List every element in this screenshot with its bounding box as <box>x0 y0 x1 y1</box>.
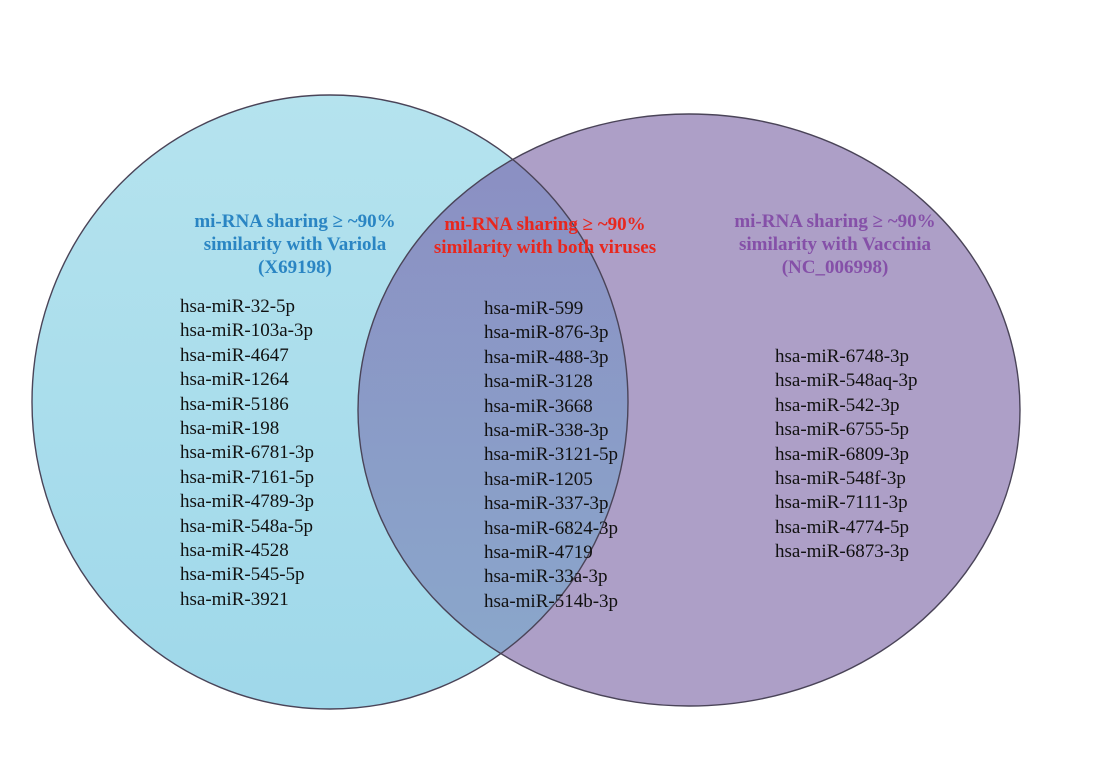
variola-mirna-item: hsa-miR-545-5p <box>180 564 305 586</box>
variola-mirna-item: hsa-miR-4528 <box>180 540 289 562</box>
both-mirna-item: hsa-miR-6824-3p <box>484 517 619 539</box>
vaccinia-mirna-item: hsa-miR-6809-3p <box>775 443 910 465</box>
vaccinia-mirna-item: hsa-miR-542-3p <box>775 394 900 416</box>
vaccinia-mirna-item: hsa-miR-6748-3p <box>775 346 910 367</box>
both-title-line: similarity with both viruses <box>433 237 657 258</box>
variola-outline <box>31 94 629 710</box>
variola-mirna-item: hsa-miR-6781-3p <box>180 442 315 464</box>
both-mirna-item: hsa-miR-876-3p <box>484 322 609 344</box>
both-mirna-item: hsa-miR-599 <box>484 298 584 319</box>
vaccinia-title-line: (NC_006998) <box>781 257 889 278</box>
both-mirna-item: hsa-miR-514b-3p <box>484 590 619 612</box>
both-title-line: mi-RNA sharing ≥ ~90% <box>444 214 646 235</box>
variola-set-title: mi-RNA sharing ≥ ~90% similarity with Va… <box>160 210 430 279</box>
both-mirna-item: hsa-miR-1205 <box>484 468 593 490</box>
overlap-region <box>358 114 628 706</box>
variola-title-line: mi-RNA sharing ≥ ~90% <box>194 211 396 232</box>
both-mirna-item: hsa-miR-3121-5p <box>484 444 619 466</box>
vaccinia-mirna-item: hsa-miR-4774-5p <box>775 516 910 538</box>
both-mirna-item: hsa-miR-33a-3p <box>484 566 608 588</box>
vaccinia-mirna-item: hsa-miR-7111-3p <box>775 492 908 514</box>
both-mirna-item: hsa-miR-3128 <box>484 371 593 393</box>
variola-title-line: (X69198) <box>258 257 332 278</box>
variola-mirna-item: hsa-miR-5186 <box>180 393 289 415</box>
vaccinia-mirna-item: hsa-miR-548f-3p <box>775 468 906 490</box>
vaccinia-set-title: mi-RNA sharing ≥ ~90% similarity with Va… <box>700 210 970 279</box>
variola-mirna-item: hsa-miR-4647 <box>180 344 289 366</box>
both-mirna-item: hsa-miR-4719 <box>484 542 593 564</box>
both-mirna-item: hsa-miR-3668 <box>484 395 593 417</box>
variola-mirna-item: hsa-miR-32-5p <box>180 296 296 317</box>
variola-mirna-item: hsa-miR-548a-5p <box>180 515 313 537</box>
variola-mirna-item: hsa-miR-198 <box>180 418 280 440</box>
vaccinia-title-line: similarity with Vaccinia <box>738 234 932 255</box>
vaccinia-mirna-item: hsa-miR-6755-5p <box>775 419 910 441</box>
variola-mirna-item: hsa-miR-4789-3p <box>180 491 315 513</box>
variola-mirna-item: hsa-miR-1264 <box>180 369 289 391</box>
both-mirna-item: hsa-miR-337-3p <box>484 493 609 515</box>
vaccinia-title-line: mi-RNA sharing ≥ ~90% <box>734 211 936 232</box>
variola-mirna-item: hsa-miR-103a-3p <box>180 320 313 342</box>
both-mirna-item: hsa-miR-488-3p <box>484 346 609 368</box>
variola-mirna-item: hsa-miR-7161-5p <box>180 466 315 488</box>
variola-title-line: similarity with Variola <box>203 234 387 255</box>
vaccinia-outline <box>357 113 1021 707</box>
vaccinia-mirna-item: hsa-miR-6873-3p <box>775 541 910 563</box>
vaccinia-mirna-item: hsa-miR-548aq-3p <box>775 370 918 392</box>
variola-mirna-item: hsa-miR-3921 <box>180 588 289 610</box>
both-mirna-item: hsa-miR-338-3p <box>484 420 609 442</box>
both-set-title: mi-RNA sharing ≥ ~90% similarity with bo… <box>405 213 685 259</box>
